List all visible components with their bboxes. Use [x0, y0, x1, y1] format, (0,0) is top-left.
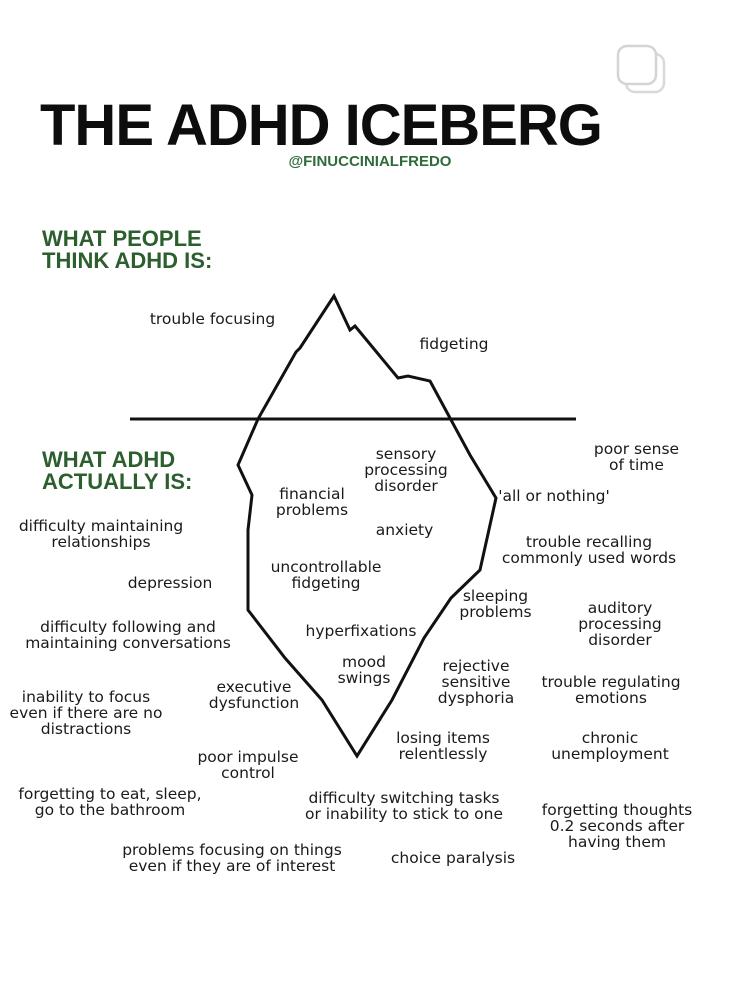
label-trouble-recalling-words: trouble recalling commonly used words: [501, 533, 677, 567]
label-depression: depression: [127, 574, 213, 592]
heading-actual: WHAT ADHD ACTUALLY IS:: [42, 449, 192, 493]
label-trouble-focusing: trouble focusing: [149, 310, 276, 328]
label-choice-paralysis: choice paralysis: [390, 849, 516, 867]
label-hyperfixations: hyperfixations: [305, 622, 417, 640]
heading-actual-line2: ACTUALLY IS:: [42, 469, 193, 494]
label-auditory-processing-disorder: auditory processing disorder: [578, 599, 662, 649]
label-financial-problems: financial problems: [275, 485, 349, 519]
label-chronic-unemployment: chronic unemployment: [551, 729, 669, 763]
label-difficulty-following-conversations: difficulty following and maintaining con…: [25, 618, 231, 652]
label-executive-dysfunction: executive dysfunction: [208, 678, 300, 712]
page-title: THE ADHD ICEBERG: [40, 93, 603, 158]
label-poor-sense-of-time: poor sense of time: [593, 440, 680, 474]
heading-perceived-line1: WHAT PEOPLE: [42, 226, 202, 251]
label-uncontrollable-fidgeting: uncontrollable fidgeting: [270, 558, 382, 592]
label-difficulty-maintaining-relationships: difficulty maintaining relationships: [18, 517, 184, 551]
label-inability-to-focus: inability to focus even if there are no …: [9, 688, 163, 738]
label-trouble-regulating-emotions: trouble regulating emotions: [541, 673, 681, 707]
author-handle: @FINUCCINIALFREDO: [288, 153, 452, 170]
heading-perceived-line2: THINK ADHD IS:: [42, 248, 213, 273]
label-poor-impulse-control: poor impulse control: [197, 748, 299, 782]
label-losing-items: losing items relentlessly: [396, 729, 490, 763]
label-forgetting-to-eat: forgetting to eat, sleep, go to the bath…: [18, 785, 202, 819]
label-fidgeting: fidgeting: [419, 335, 489, 353]
label-forgetting-thoughts: forgetting thoughts 0.2 seconds after ha…: [541, 801, 693, 851]
heading-actual-line1: WHAT ADHD: [42, 447, 176, 472]
label-mood-swings: mood swings: [337, 653, 391, 687]
heading-perceived: WHAT PEOPLE THINK ADHD IS:: [42, 228, 212, 272]
iceberg-outline: [236, 292, 498, 759]
label-difficulty-switching-tasks: difficulty switching tasks or inability …: [304, 789, 504, 823]
label-problems-focusing-on-interests: problems focusing on things even if they…: [122, 841, 342, 875]
label-all-or-nothing: 'all or nothing': [498, 487, 610, 505]
label-sensory-processing-disorder: sensory processing disorder: [364, 445, 448, 495]
copy-icon[interactable]: [612, 44, 672, 104]
label-rejective-sensitive-dysphoria: rejective sensitive dysphoria: [437, 657, 515, 707]
label-sleeping-problems: sleeping problems: [459, 587, 532, 621]
label-anxiety: anxiety: [375, 521, 434, 539]
